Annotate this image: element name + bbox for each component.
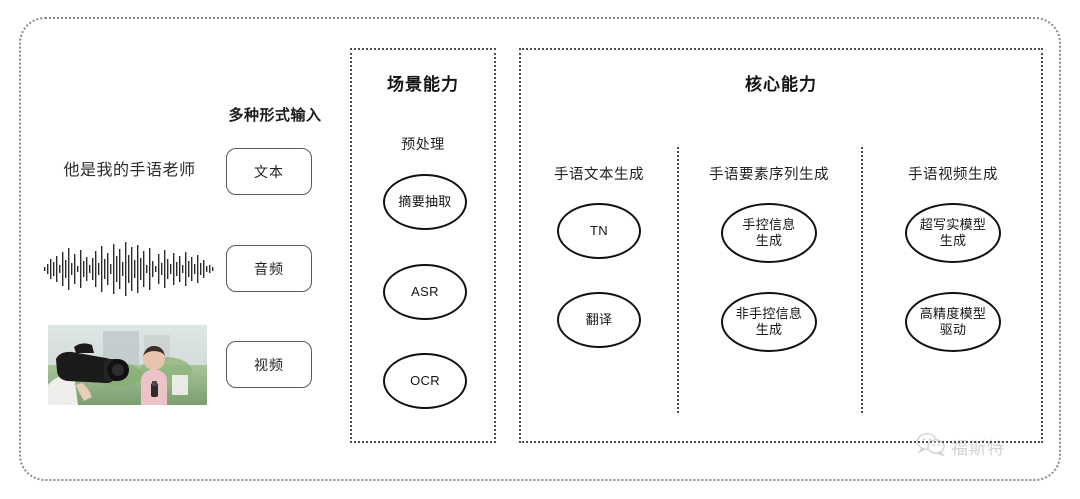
scene-capability-title: 场景能力	[387, 75, 459, 94]
node-manual-info-generation[interactable]: 手控信息生成	[721, 203, 817, 263]
video-thumbnail	[48, 325, 207, 405]
scene-capability-panel: 场景能力 预处理 摘要抽取 ASR OCR	[350, 48, 496, 443]
core-column-text-generation: 手语文本生成 TN 翻译	[521, 50, 677, 441]
core-capability-panel: 核心能力 手语文本生成 TN 翻译 手语要素序列生成 手控信息生成 非手控信息生…	[519, 48, 1043, 443]
node-high-precision-model-driving[interactable]: 高精度模型驱动	[905, 292, 1001, 352]
core-column-video-generation: 手语视频生成 超写实模型生成 高精度模型驱动	[861, 50, 1045, 441]
node-tn[interactable]: TN	[557, 203, 641, 259]
input-modality-audio-button[interactable]: 音频	[226, 245, 312, 292]
input-section-label: 多种形式输入	[228, 107, 322, 124]
node-photorealistic-model-generation[interactable]: 超写实模型生成	[905, 203, 1001, 263]
core-column-header: 手语要素序列生成	[709, 167, 829, 183]
core-capability-title: 核心能力	[745, 75, 817, 94]
preprocessing-label: 预处理	[401, 136, 445, 152]
input-modality-video-button[interactable]: 视频	[226, 341, 312, 388]
node-non-manual-info-generation[interactable]: 非手控信息生成	[721, 292, 817, 352]
core-column-header: 手语视频生成	[908, 167, 998, 183]
core-column-element-sequence: 手语要素序列生成 手控信息生成 非手控信息生成	[677, 50, 861, 441]
outer-container	[19, 17, 1061, 481]
column-divider	[861, 147, 863, 413]
node-ocr[interactable]: OCR	[383, 353, 467, 409]
input-modality-text-button[interactable]: 文本	[226, 148, 312, 195]
sample-text: 他是我的手语老师	[63, 162, 196, 179]
node-translation[interactable]: 翻译	[557, 292, 641, 348]
node-asr[interactable]: ASR	[383, 264, 467, 320]
audio-waveform-icon	[42, 238, 217, 300]
column-divider	[677, 147, 679, 413]
node-summary-extraction[interactable]: 摘要抽取	[383, 174, 467, 230]
core-column-header: 手语文本生成	[554, 167, 644, 183]
